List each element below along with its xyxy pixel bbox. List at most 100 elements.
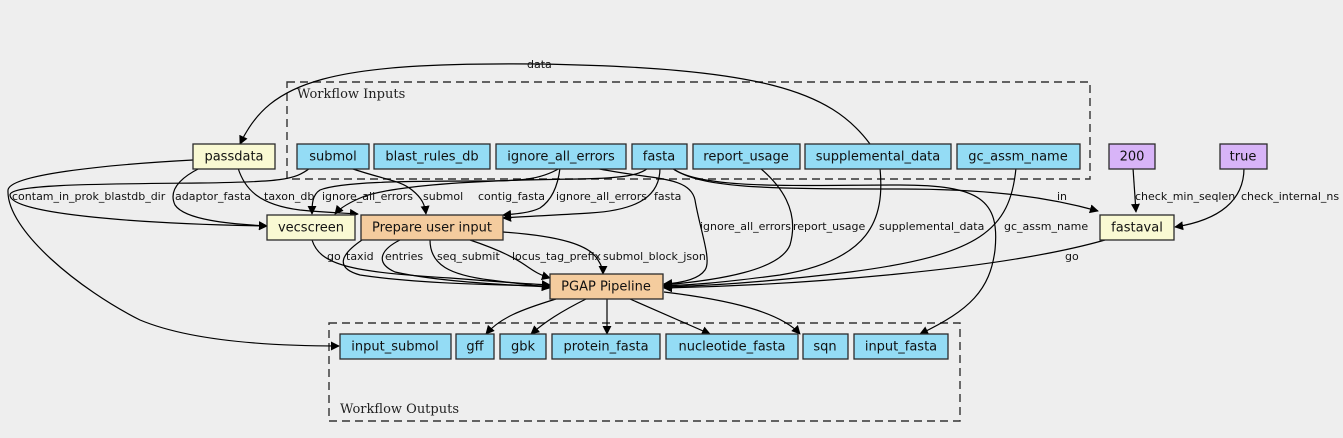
svg-text:input_fasta: input_fasta <box>865 340 937 355</box>
svg-text:PGAP Pipeline: PGAP Pipeline <box>561 280 651 295</box>
edge-adaptor-fasta <box>172 167 268 231</box>
edge-label-contig-fasta: contig_fasta <box>478 190 545 203</box>
node-pgap-pipeline[interactable]: PGAP Pipeline <box>549 273 664 300</box>
edge-label-gc-assm-name: gc_assm_name <box>1004 220 1088 233</box>
node-passdata[interactable]: passdata <box>192 143 276 170</box>
edge-label-taxid: taxid <box>346 250 374 263</box>
edges <box>7 63 1245 351</box>
edge-data <box>239 63 871 145</box>
node-output-protein-fasta[interactable]: protein_fasta <box>551 333 661 360</box>
svg-text:supplemental_data: supplemental_data <box>816 150 940 165</box>
edge-labels: data contam_in_prok_blastdb_dir adaptor_… <box>12 58 1339 263</box>
edge-label-in: in <box>1057 190 1067 203</box>
workflow-inputs-label: Workflow Inputs <box>297 87 405 102</box>
edge-fasta-input-fasta <box>671 167 997 335</box>
edge-ignore-all-errors-pui <box>502 167 561 219</box>
node-const-200[interactable]: 200 <box>1108 143 1156 170</box>
edge-pgap-nucleotide-fasta <box>629 298 711 335</box>
svg-text:report_usage: report_usage <box>703 150 788 165</box>
node-vecscreen[interactable]: vecscreen <box>266 214 356 241</box>
edge-label-ignore-all-errors-pgap: ignore_all_errors <box>700 220 791 233</box>
node-const-true[interactable]: true <box>1219 143 1268 170</box>
node-submol[interactable]: submol <box>296 143 370 170</box>
edge-submol <box>349 167 430 215</box>
edge-pgap-gff <box>485 298 557 335</box>
svg-text:true: true <box>1230 150 1257 165</box>
node-output-input-submol[interactable]: input_submol <box>339 333 452 360</box>
edge-label-entries: entries <box>385 250 423 263</box>
node-fastaval[interactable]: fastaval <box>1099 214 1175 241</box>
edge-label-data: data <box>527 58 552 71</box>
svg-text:ignore_all_errors: ignore_all_errors <box>507 150 615 165</box>
edge-contam-in-prok-blastdb-dir <box>9 167 311 231</box>
node-output-nucleotide-fasta[interactable]: nucleotide_fasta <box>665 333 799 360</box>
edge-label-check-internal-ns: check_internal_ns <box>1241 190 1339 203</box>
edge-taxon-db <box>237 167 359 218</box>
node-output-input-fasta[interactable]: input_fasta <box>853 333 949 360</box>
svg-text:submol: submol <box>309 150 357 165</box>
edge-label-submol-block-json: submol_block_json <box>603 250 706 263</box>
node-supplemental-data[interactable]: supplemental_data <box>804 143 952 170</box>
edge-label-ignore-all-errors-vec: ignore_all_errors <box>322 190 413 203</box>
node-report-usage[interactable]: report_usage <box>692 143 801 170</box>
svg-text:fastaval: fastaval <box>1111 221 1163 236</box>
edge-label-taxon-db: taxon_db <box>264 190 314 203</box>
node-fasta[interactable]: fasta <box>631 143 688 170</box>
svg-text:Prepare user input: Prepare user input <box>372 221 492 236</box>
node-output-gff[interactable]: gff <box>455 333 495 360</box>
node-output-gbk[interactable]: gbk <box>499 333 547 360</box>
edge-label-adaptor-fasta: adaptor_fasta <box>175 190 251 203</box>
edge-label-ignore-all-errors-pui: ignore_all_errors <box>556 190 647 203</box>
edge-ignore-all-errors-vecscreen <box>307 167 561 215</box>
workflow-inputs-cluster: Workflow Inputs <box>286 81 1091 180</box>
edge-pgap-sqn <box>663 291 801 335</box>
svg-text:gbk: gbk <box>511 340 536 355</box>
svg-text:blast_rules_db: blast_rules_db <box>385 150 478 165</box>
edge-go-fastaval <box>663 239 1106 293</box>
edge-supplemental-data <box>663 167 882 291</box>
svg-text:nucleotide_fasta: nucleotide_fasta <box>678 340 785 355</box>
edge-pgap-gbk <box>530 298 587 335</box>
edge-label-go-vec: go <box>327 250 341 263</box>
svg-text:200: 200 <box>1120 150 1145 165</box>
svg-text:passdata: passdata <box>204 150 263 165</box>
edge-report-usage <box>663 167 794 289</box>
workflow-outputs-cluster: Workflow Outputs <box>328 322 961 422</box>
node-output-sqn[interactable]: sqn <box>802 333 849 360</box>
edge-gc-assm-name <box>663 167 1017 292</box>
edge-label-go-fastaval: go <box>1065 250 1079 263</box>
edge-in <box>671 167 1099 214</box>
edge-locus-tag-prefix <box>469 239 551 280</box>
edge-label-submol: submol <box>423 190 463 203</box>
edge-label-supplemental-data: supplemental_data <box>879 220 984 233</box>
svg-text:gff: gff <box>466 340 484 355</box>
svg-text:fasta: fasta <box>643 150 675 165</box>
edge-check-min-seqlen <box>1130 167 1140 213</box>
edge-label-locus-tag-prefix: locus_tag_prefix <box>512 250 602 263</box>
edge-check-internal-ns <box>1174 167 1245 231</box>
edge-taxid <box>342 239 551 291</box>
node-prepare-user-input[interactable]: Prepare user input <box>360 214 504 241</box>
svg-text:protein_fasta: protein_fasta <box>563 340 648 355</box>
edge-submol-block-json <box>502 231 608 275</box>
edge-seq-submit <box>429 239 551 291</box>
svg-text:input_submol: input_submol <box>351 340 438 355</box>
svg-text:gc_assm_name: gc_assm_name <box>968 150 1067 165</box>
svg-text:vecscreen: vecscreen <box>278 221 344 236</box>
workflow-outputs-label: Workflow Outputs <box>340 402 459 417</box>
svg-text:sqn: sqn <box>813 340 836 355</box>
edge-passdata-input-submol <box>7 159 340 351</box>
edge-label-contam: contam_in_prok_blastdb_dir <box>12 190 166 203</box>
node-gc-assm-name[interactable]: gc_assm_name <box>956 143 1081 170</box>
edge-label-check-min-seqlen: check_min_seqlen <box>1135 190 1235 203</box>
node-ignore-all-errors[interactable]: ignore_all_errors <box>495 143 627 170</box>
nodes: passdata submol blast_rules_db ignore_al… <box>192 143 1268 360</box>
edge-label-fasta: fasta <box>654 190 681 203</box>
edge-contig-fasta <box>334 167 649 215</box>
node-blast-rules-db[interactable]: blast_rules_db <box>373 143 491 170</box>
edge-entries <box>381 239 551 292</box>
edge-label-seq-submit: seq_submit <box>437 250 500 263</box>
edge-fasta-pui <box>502 167 661 222</box>
edge-ignore-all-errors-pgap <box>594 167 708 288</box>
